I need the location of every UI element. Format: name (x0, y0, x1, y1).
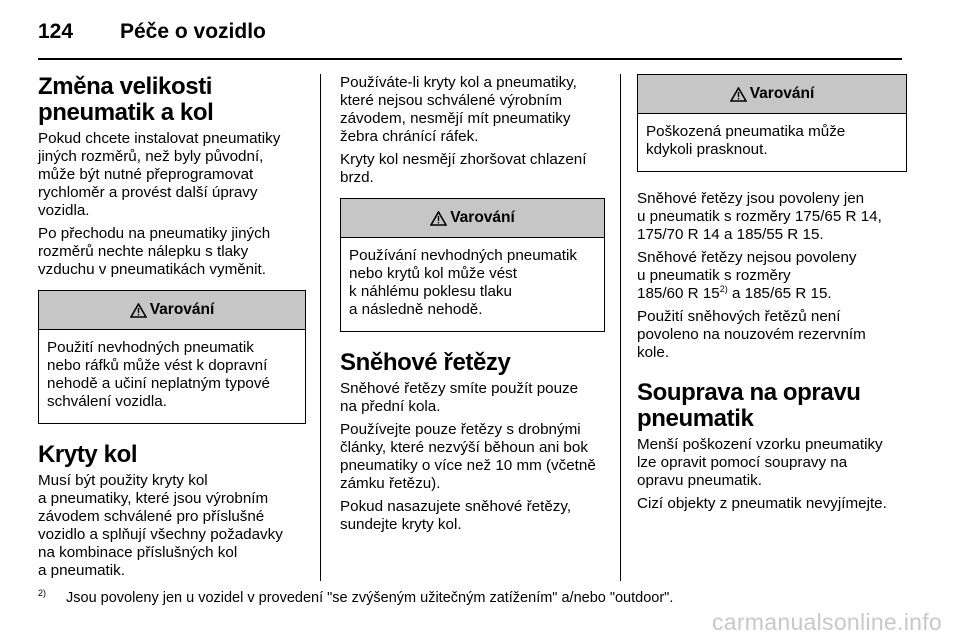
paragraph: Musí být použity kryty kol a pneumatiky,… (38, 472, 283, 579)
paragraph: Kryty kol nesmějí zhoršovat chlazení brz… (340, 151, 587, 186)
footnote-reference[interactable]: 2) (719, 283, 728, 294)
warning-header: Varování (39, 291, 305, 330)
paragraph: Používejte pouze řetězy s drobnými článk… (340, 421, 596, 492)
warning-text: Použití nevhodných pneumatik nebo ráfků … (47, 339, 270, 410)
heading-tire-repair-kit: Souprava na opravu pneumatik (637, 379, 861, 432)
heading-snow-chains: Sněhové řetězy (340, 349, 511, 376)
column-divider-2 (620, 74, 621, 581)
column-divider-1 (320, 74, 321, 581)
paragraph: Pokud chcete instalovat pneumatiky jinýc… (38, 130, 281, 219)
paragraph: Sněhové řetězy smíte použít pouze na pře… (340, 380, 579, 415)
paragraph-text: Sněhové řetězy nejsou povoleny u pneumat… (637, 249, 857, 302)
warning-header: Varování (638, 75, 906, 114)
warning-box: Varování Používání nevhodných pneumatik … (340, 198, 605, 332)
paragraph: Menší poškození vzorku pneumatiky lze op… (637, 436, 883, 489)
page-title: Péče o vozidlo (120, 20, 266, 43)
paragraph: Sněhové řetězy nejsou povoleny u pneumat… (637, 249, 907, 303)
warning-label: Varování (749, 85, 815, 102)
warning-header: Varování (341, 199, 604, 238)
warning-triangle-icon (430, 210, 448, 226)
column-3: Varování Poškozená pneumatika může kdyko… (637, 74, 907, 518)
warning-box: Varování Použití nevhodných pneumatik ne… (38, 290, 306, 424)
warning-text: Používání nevhodných pneumatik nebo kryt… (349, 247, 577, 318)
watermark: carmanualsonline.info (711, 609, 942, 635)
warning-triangle-icon (129, 302, 147, 318)
column-1: Změna velikosti pneumatik a kol Pokud ch… (38, 74, 306, 585)
paragraph-text: a 185/65 R 15. (727, 285, 832, 302)
paragraph: Používáte-li kryty kol a pneumatiky, kte… (340, 74, 577, 145)
header-rule (38, 58, 902, 60)
warning-label: Varování (450, 209, 515, 226)
paragraph: Pokud nasazujete sněhové řetězy, sundejt… (340, 498, 572, 533)
warning-label: Varování (149, 301, 215, 318)
footnote-mark: 2) (38, 588, 47, 598)
warning-text: Poškozená pneumatika může kdykoli praskn… (646, 123, 846, 158)
footnote: 2) Jsou povoleny jen u vozidel v provede… (38, 588, 673, 606)
paragraph: Sněhové řetězy jsou povoleny jen u pneum… (637, 190, 882, 243)
heading-wheel-covers: Kryty kol (38, 441, 138, 468)
warning-triangle-icon (729, 86, 747, 102)
footnote-text: Jsou povoleny jen u vozidel v provedení … (66, 590, 674, 606)
column-2: Používáte-li kryty kol a pneumatiky, kte… (340, 74, 605, 539)
heading-tire-size-change: Změna velikosti pneumatik a kol (38, 73, 214, 126)
warning-box: Varování Poškozená pneumatika může kdyko… (637, 74, 907, 172)
page-number: 124 (38, 20, 74, 43)
paragraph: Po přechodu na pneumatiky jiných rozměrů… (38, 225, 271, 278)
paragraph: Použití sněhových řetězů není povoleno n… (637, 308, 866, 361)
paragraph: Cizí objekty z pneumatik nevyjímejte. (637, 495, 887, 512)
